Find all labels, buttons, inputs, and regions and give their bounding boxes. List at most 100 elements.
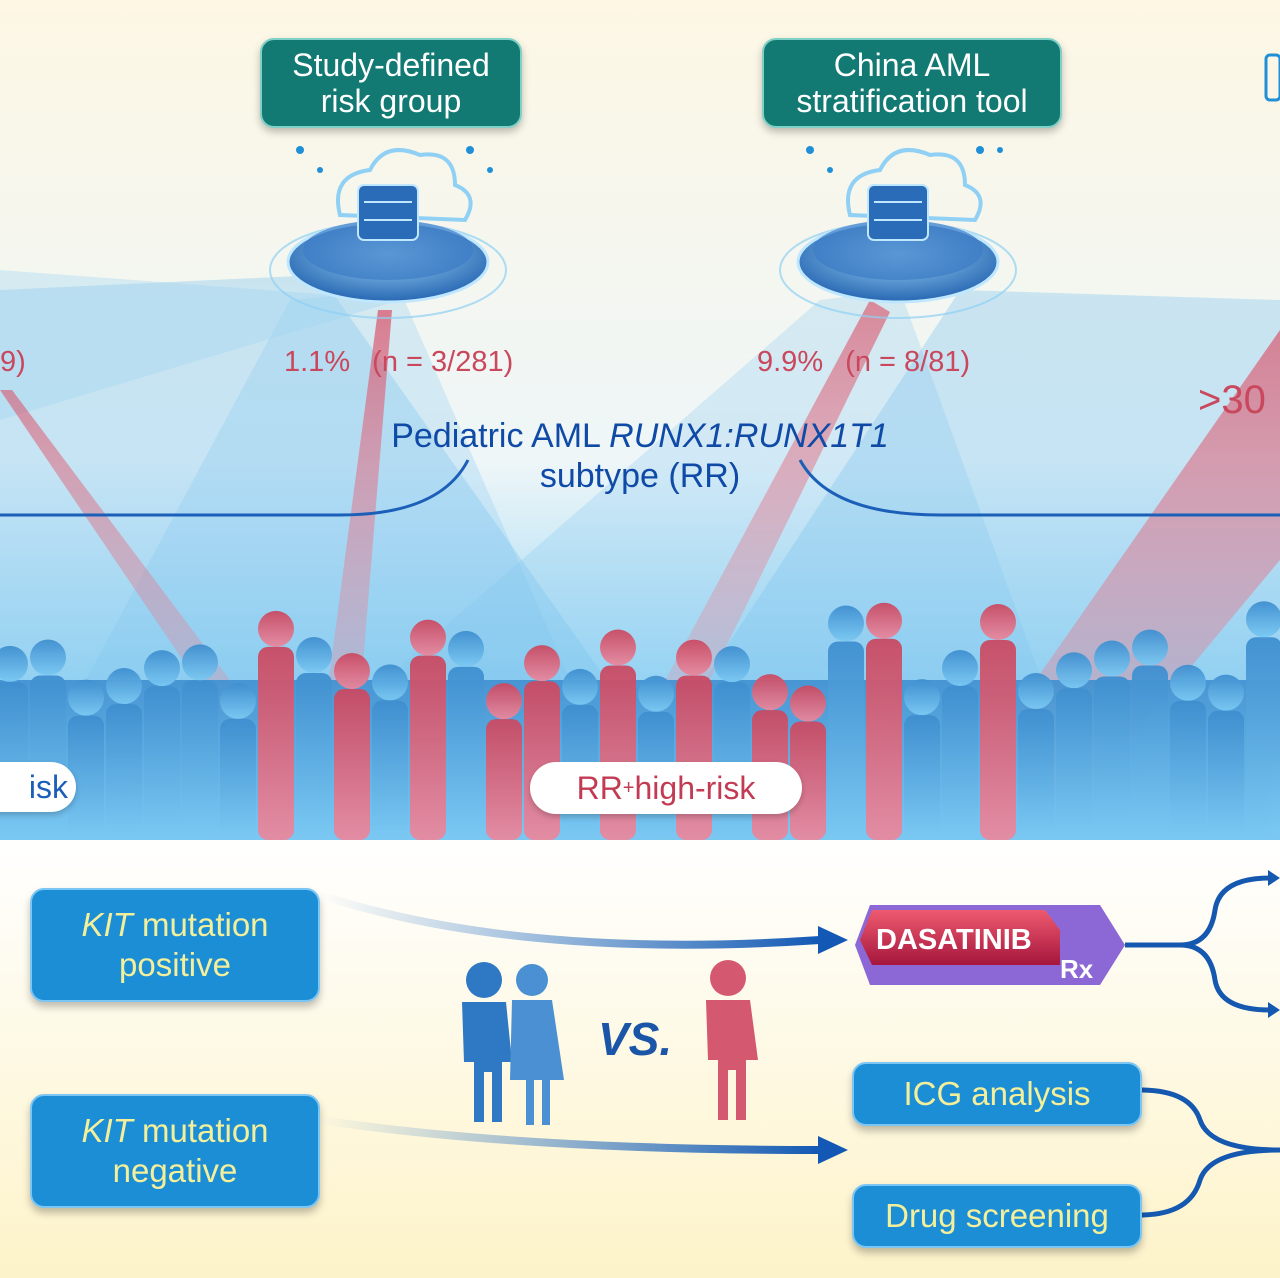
kit-positive-line2: positive <box>119 946 231 983</box>
crowd-child-blue <box>182 644 218 681</box>
crowd-child-blue-body <box>296 672 332 840</box>
crowd-child-blue <box>828 605 864 642</box>
kit-positive-rest: mutation <box>132 906 269 943</box>
crowd-child-blue <box>942 650 978 687</box>
crowd-child-red-body <box>258 646 294 840</box>
crowd-child-blue-body <box>1208 710 1244 840</box>
kit-negative-line2: negative <box>112 1152 238 1189</box>
rr-high-risk-pill: RR+ high-risk <box>530 762 802 814</box>
china-aml-percent-value: 9.9% <box>757 346 824 378</box>
crowd-child-red-body <box>866 638 902 840</box>
crowd-child-red <box>600 629 636 666</box>
rx-label: Rx <box>1060 954 1094 984</box>
rr-suffix: high-risk <box>634 769 756 806</box>
kid-silhouettes-blue <box>462 962 564 1125</box>
crowd-child-blue-body <box>182 680 218 840</box>
crowd-child-blue-body <box>106 704 142 840</box>
crowd-child-blue <box>562 668 598 705</box>
crowd-child-blue-body <box>828 641 864 840</box>
subtype-prefix: Pediatric AML <box>391 417 610 455</box>
crowd-child-blue <box>1170 664 1206 701</box>
crowd-child-red <box>752 674 788 711</box>
crowd-child-blue <box>448 630 484 667</box>
crowd-child-blue-body <box>1170 700 1206 840</box>
subtype-line1: Pediatric AML RUNX1:RUNX1T1 <box>330 416 950 456</box>
study-defined-percent: 1.1% (n = 3/281) <box>284 346 513 379</box>
crowd-child-blue-body <box>144 686 180 840</box>
crowd-child-blue-body <box>904 715 940 840</box>
icg-analysis-label: ICG analysis <box>903 1075 1091 1112</box>
crowd-child-blue <box>106 668 142 705</box>
crowd-child-blue <box>1246 601 1280 638</box>
crowd-child-red <box>980 603 1016 640</box>
crowd-child-blue <box>144 650 180 687</box>
crowd-child-red <box>790 685 826 722</box>
crowd-child-blue <box>1132 629 1168 666</box>
crowd-child-blue-body <box>1132 665 1168 840</box>
crowd-child-blue <box>220 682 256 719</box>
kit-positive-line1: KIT mutation <box>32 905 318 945</box>
study-defined-line2: risk group <box>320 83 462 119</box>
drug-screening-label: Drug screening <box>885 1197 1109 1234</box>
kit-positive-box: KIT mutation positive <box>30 888 320 1002</box>
crowd-child-red-body <box>676 675 712 840</box>
crowd-child-blue <box>1208 674 1244 711</box>
cloud-server-icon-2 <box>779 148 1017 319</box>
crowd-child-red-body <box>410 655 446 840</box>
subtype-title: Pediatric AML RUNX1:RUNX1T1 subtype (RR) <box>330 416 950 496</box>
crowd-child-red <box>258 610 294 647</box>
drug-screening-box: Drug screening <box>852 1184 1142 1248</box>
kit-negative-rest: mutation <box>132 1112 269 1149</box>
crowd-child-blue-body <box>1018 708 1054 840</box>
kit-positive-gene: KIT <box>81 906 133 943</box>
crowd-child-blue-body <box>372 700 408 840</box>
crowd-child-blue <box>372 664 408 701</box>
crowd-child-red-body <box>486 719 522 840</box>
icg-analysis-box: ICG analysis <box>852 1062 1142 1126</box>
crowd-child-blue <box>296 636 332 673</box>
crowd-child-blue <box>30 639 66 676</box>
crowd-child-red-body <box>334 689 370 840</box>
dasatinib-label: DASATINIB <box>876 924 1032 956</box>
right-partial-value: >30 <box>1198 378 1266 422</box>
crowd-child-blue <box>68 679 104 716</box>
study-defined-risk-group-box: Study-defined risk group <box>260 38 522 128</box>
china-aml-tool-box: China AML stratification tool <box>762 38 1062 128</box>
kid-silhouette-red <box>706 960 758 1120</box>
crowd-child-red-body <box>790 721 826 840</box>
crowd-child-blue <box>1056 652 1092 689</box>
crowd-child-red <box>866 602 902 639</box>
dasatinib-badge <box>855 905 1125 985</box>
left-partial-count: 9) <box>0 346 26 378</box>
study-defined-percent-value: 1.1% <box>284 346 351 378</box>
china-aml-line1: China AML <box>833 47 991 83</box>
study-defined-count: (n = 3/281) <box>372 346 514 378</box>
crowd-child-red-body <box>524 681 560 840</box>
vs-label: VS. <box>598 1013 673 1065</box>
crowd-child-red <box>676 639 712 676</box>
kit-negative-box: KIT mutation negative <box>30 1094 320 1208</box>
kit-negative-line1: KIT mutation <box>32 1111 318 1151</box>
crowd-child-blue <box>1018 672 1054 709</box>
crowd-child-blue-body <box>220 718 256 840</box>
crowd-child-blue-body <box>1094 676 1130 840</box>
crowd-child-blue <box>1094 640 1130 677</box>
crowd-child-blue <box>0 645 28 682</box>
crowd-child-red <box>524 645 560 682</box>
crowd-child-blue <box>638 675 674 712</box>
crowd-child-blue-body <box>0 681 28 840</box>
cloud-server-icon-1 <box>269 148 507 319</box>
study-defined-line1: Study-defined <box>292 47 490 83</box>
crowd-child-blue-body <box>1246 637 1280 840</box>
crowd-child-red <box>334 653 370 690</box>
crowd-child-red <box>486 683 522 720</box>
rr-sup: + <box>622 776 635 799</box>
crowd-child-blue-body <box>1056 688 1092 840</box>
crowd-child-blue <box>904 679 940 716</box>
crowd-child-blue <box>714 646 750 683</box>
china-aml-count: (n = 8/81) <box>845 346 971 378</box>
crowd-child-blue-body <box>68 715 104 840</box>
china-aml-line2: stratification tool <box>796 83 1028 119</box>
